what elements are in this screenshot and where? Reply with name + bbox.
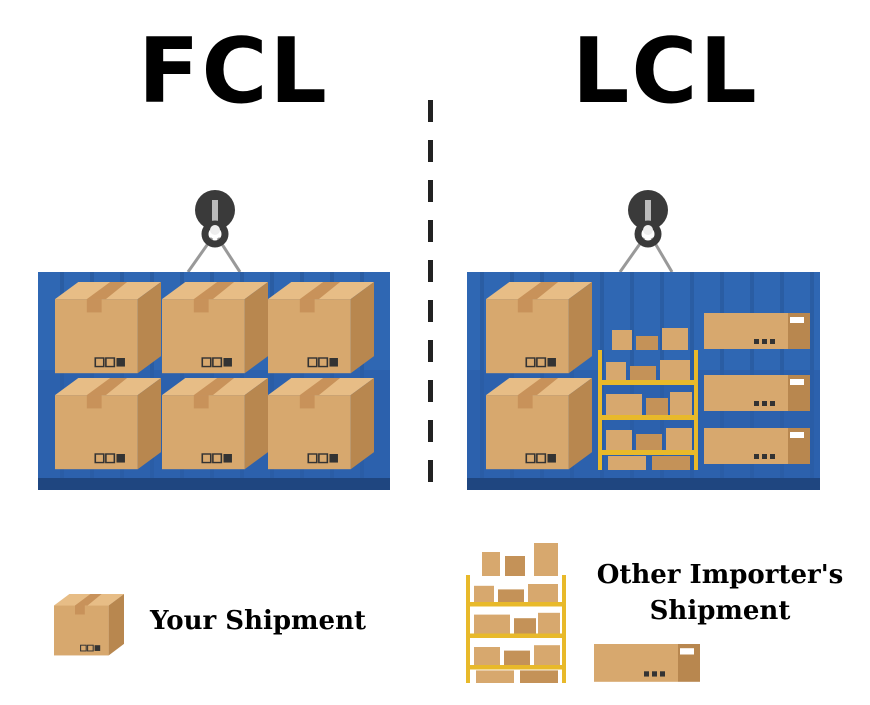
other-shipment-flat-box-icon bbox=[594, 644, 700, 682]
crane-hook-icon bbox=[195, 190, 235, 244]
flat-box-icon bbox=[704, 313, 810, 349]
your-shipment-box-icon bbox=[53, 593, 125, 656]
dashed-divider bbox=[428, 100, 433, 485]
lcl-container bbox=[467, 190, 820, 490]
warehouse-shelf-icon bbox=[598, 350, 698, 470]
other-shipment-line2: Shipment bbox=[649, 596, 791, 626]
your-shipment-label: Your Shipment bbox=[150, 606, 366, 636]
cardboard-box-icon bbox=[54, 281, 162, 374]
fcl-title: FCL bbox=[138, 19, 329, 124]
other-shipment-label: Other Importer's Shipment bbox=[590, 557, 850, 629]
fcl-container bbox=[38, 190, 390, 490]
crane-hook-icon bbox=[628, 190, 668, 244]
other-shipment-shelf-icon bbox=[466, 575, 566, 683]
other-shipment-line1: Other Importer's bbox=[596, 560, 844, 590]
lcl-title: LCL bbox=[572, 19, 759, 124]
legend bbox=[53, 543, 700, 683]
